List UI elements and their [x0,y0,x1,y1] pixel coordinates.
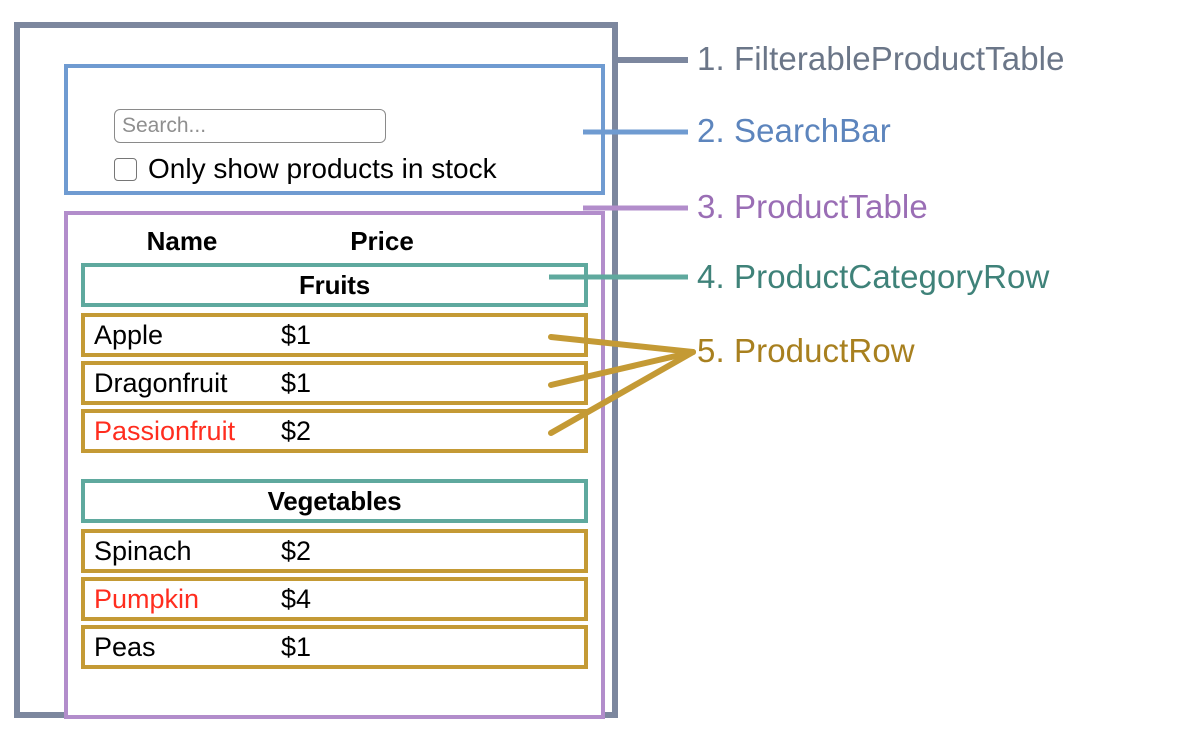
product-category-label: Fruits [298,269,371,300]
column-header-name: Name [146,225,218,256]
product-row: Peas $1 [81,625,588,669]
product-price: $1 [281,320,312,350]
product-name: Spinach [94,536,192,566]
product-name: Pumpkin [94,584,200,614]
product-price: $1 [281,368,312,398]
product-category-row: Fruits [81,263,588,307]
annotation-product-table: 3. ProductTable [697,188,928,225]
product-rows-area: Fruits Apple $1 Dragonfruit $1 Passionfr… [81,263,588,673]
product-name: Dragonfruit [94,368,228,398]
product-price: $4 [281,584,312,614]
product-row: Spinach $2 [81,529,588,573]
product-table-header: Name Price [68,221,601,261]
search-input[interactable]: Search... [114,109,386,143]
product-row: Apple $1 [81,313,588,357]
product-price: $1 [281,632,312,662]
product-category-row: Vegetables [81,479,588,523]
column-header-price: Price [350,225,414,256]
group-separator [81,457,588,479]
product-row: Pumpkin $4 [81,577,588,621]
stock-filter-row[interactable]: Only show products in stock [114,154,497,184]
product-price: $2 [281,536,312,566]
annotation-filterable-product-table: 1. FilterableProductTable [697,40,1065,77]
search-bar-frame: Search... Only show products in stock [64,64,605,195]
product-name: Passionfruit [94,416,236,446]
annotation-product-row: 5. ProductRow [697,332,915,369]
product-category-label: Vegetables [267,485,402,516]
only-in-stock-label: Only show products in stock [148,153,497,184]
product-table-frame: Name Price Fruits Apple $1 Dragonfruit $… [64,211,605,719]
annotation-product-category-row: 4. ProductCategoryRow [697,258,1050,295]
product-row: Dragonfruit $1 [81,361,588,405]
product-row: Passionfruit $2 [81,409,588,453]
product-name: Peas [94,632,156,662]
product-name: Apple [94,320,164,350]
filterable-product-table-frame: Search... Only show products in stock Na… [14,22,618,719]
annotation-search-bar: 2. SearchBar [697,112,891,149]
product-price: $2 [281,416,312,446]
only-in-stock-checkbox[interactable] [114,157,137,181]
